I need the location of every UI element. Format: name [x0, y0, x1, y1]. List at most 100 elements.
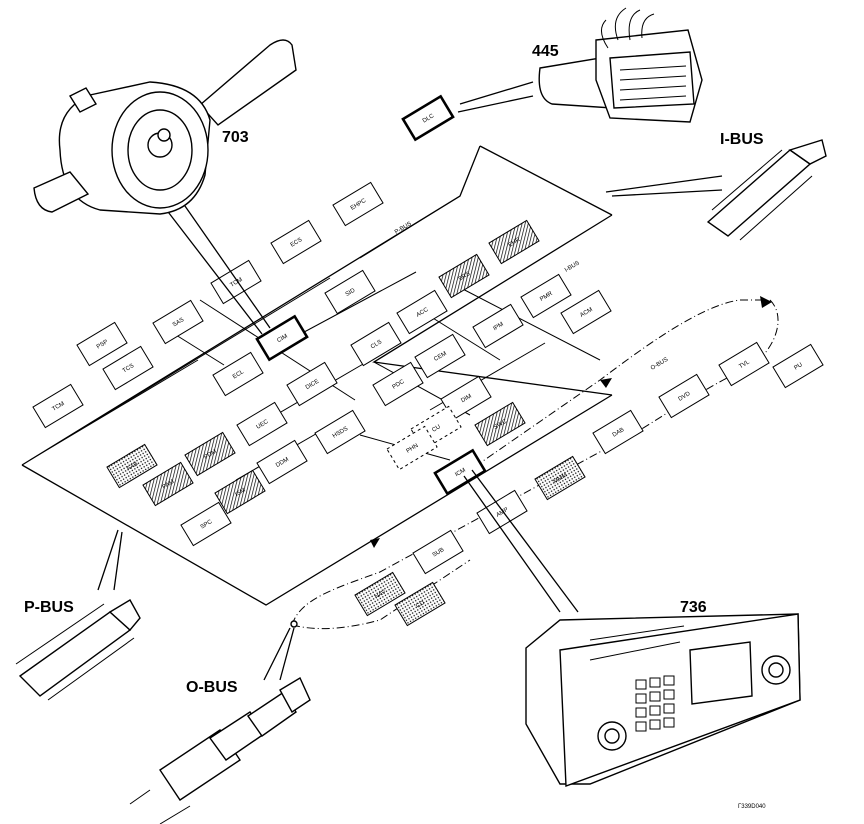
module-box-ipm [472, 303, 524, 349]
module-box-mmm [534, 455, 586, 501]
module-label-icm: ICM [454, 467, 467, 478]
module-pmr: PMR [520, 273, 572, 319]
module-dice: DICE [286, 361, 338, 407]
module-box-rsp [76, 321, 128, 367]
callout-703: 703 [222, 129, 249, 146]
module-box-tcs [102, 345, 154, 391]
module-ehpc: EHPC [332, 181, 384, 227]
module-label-cls: CLS [370, 339, 383, 350]
p-bus-cable-illustration [15, 599, 141, 701]
module-phn: PHN [386, 425, 438, 471]
module-sid: SID [324, 269, 376, 315]
module-box-pmr [520, 273, 572, 319]
module-tvl: TVL [718, 341, 770, 387]
module-label-cu: CU [431, 424, 442, 434]
module-box-tcm2 [32, 383, 84, 429]
callout-736: 736 [680, 599, 707, 616]
callout-lines [97, 81, 723, 681]
module-dlc: DLC [401, 94, 455, 142]
module-label-ecl: ECL [232, 369, 246, 380]
module-label-cd: CD [415, 600, 426, 610]
module-label-dab: DAB [612, 427, 626, 439]
module-box-spc [180, 501, 232, 547]
module-box-dlc [401, 94, 455, 142]
module-box-tcm [210, 259, 262, 305]
module-box-dice [286, 361, 338, 407]
module-box-ehr [488, 219, 540, 265]
module-box-pdm [184, 431, 236, 477]
module-box-pdc [372, 361, 424, 407]
module-rsp: PSP [76, 321, 128, 367]
module-box-ism [214, 469, 266, 515]
module-box-dab [592, 409, 644, 455]
o-bus-inline-label: O-BUS [650, 357, 669, 372]
module-ehr: EHR [488, 219, 540, 265]
module-label-pam: PAM [162, 479, 176, 491]
module-label-tcs: TCS [122, 363, 135, 374]
o-bus-optical-connector-illustration [129, 676, 311, 824]
module-box-cls [350, 321, 402, 367]
module-mmm: MMM [534, 455, 586, 501]
module-tcm: TCM [210, 259, 262, 305]
module-sub: SUB [412, 529, 464, 575]
module-label-phn: PHN [406, 443, 420, 455]
diagnostic-connector-445-illustration [538, 7, 703, 123]
module-box-swc [474, 401, 526, 447]
module-label-nav: NAV [374, 589, 387, 600]
module-pdm: PDM [184, 431, 236, 477]
module-box-uec [236, 401, 288, 447]
module-box-pu [772, 343, 824, 389]
module-box-hsds [314, 409, 366, 455]
module-sas: SAS [152, 299, 204, 345]
o-bus-label: O-BUS [186, 679, 238, 696]
module-cd: CD [394, 581, 446, 627]
module-box-nav [354, 571, 406, 617]
module-label-aab: AAB [126, 461, 139, 472]
module-gen1: SRS [438, 253, 490, 299]
module-pdc: PDC [372, 361, 424, 407]
module-aab: AAB [106, 443, 158, 489]
module-box-cim [255, 314, 309, 362]
module-dab: DAB [592, 409, 644, 455]
module-label-tvl: TVL [738, 359, 751, 370]
module-label-ism: ISM [234, 488, 246, 499]
callout-445: 445 [532, 43, 559, 60]
module-ipm: IPM [472, 303, 524, 349]
module-ecs: ECS [270, 219, 322, 265]
module-ecl: ECL [212, 351, 264, 397]
module-cem: CEM [414, 333, 466, 379]
module-tcm2: TCM [32, 383, 84, 429]
module-uec: UEC [236, 401, 288, 447]
head-unit-736-illustration [525, 613, 801, 787]
module-acm: ACM [560, 289, 612, 335]
module-label-dlc: DLC [422, 113, 436, 125]
module-label-ipm: IPM [492, 322, 504, 333]
module-box-acm [560, 289, 612, 335]
module-pu: PU [772, 343, 824, 389]
module-label-amp: AMP [495, 507, 509, 519]
module-label-tcm2: TCM [51, 401, 65, 413]
module-box-icm [433, 448, 487, 496]
module-swc: SWC [474, 401, 526, 447]
module-label-pu: PU [793, 362, 803, 371]
module-label-cim: CIM [276, 333, 289, 344]
module-cls: CLS [350, 321, 402, 367]
i-bus-inline-label: I-BUS [564, 260, 581, 273]
module-box-ecs [270, 219, 322, 265]
p-bus-inline-label: P-BUS [394, 221, 413, 236]
module-tcs: TCS [102, 345, 154, 391]
module-box-dvd [658, 373, 710, 419]
module-label-tcm: TCM [229, 277, 243, 289]
module-label-sid: SID [345, 287, 357, 298]
module-label-spc: SPC [200, 519, 214, 531]
module-box-ddm [256, 439, 308, 485]
module-box-cd [394, 581, 446, 627]
o-bus-loop [290, 296, 779, 630]
i-bus-cable-illustration [706, 139, 827, 241]
module-box-sas [152, 299, 204, 345]
module-label-rsp: PSP [96, 339, 109, 350]
module-amp: AMP [476, 489, 528, 535]
module-hsds: HSDS [314, 409, 366, 455]
